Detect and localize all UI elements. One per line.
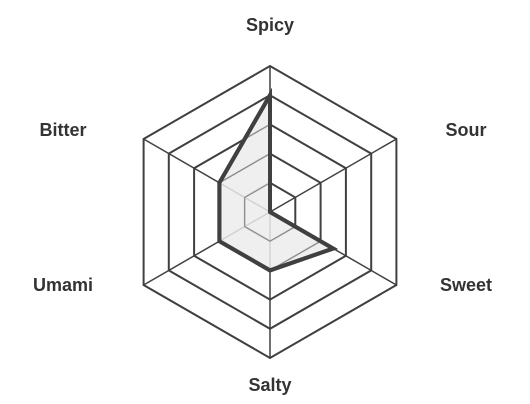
- grid-ring-overlay-3: [193, 123, 347, 301]
- axis-label-sweet: Sweet: [440, 275, 492, 295]
- axis-label-sour: Sour: [445, 120, 486, 140]
- axis-label-umami: Umami: [33, 275, 93, 295]
- grid-spoke-sour: [269, 138, 397, 213]
- radar-series-layer: [143, 65, 397, 359]
- series-outline-1: [217, 87, 338, 273]
- axis-labels: Spicy Sour Sweet Salty Umami Bitter: [33, 15, 492, 395]
- grid-ring-overlay-1: [244, 182, 296, 242]
- axis-label-spicy: Spicy: [246, 15, 294, 35]
- axis-label-salty: Salty: [248, 375, 291, 395]
- grid-ring-overlay-5: [143, 65, 397, 359]
- axis-label-bitter: Bitter: [39, 120, 86, 140]
- grid-ring-overlay-4: [168, 94, 372, 330]
